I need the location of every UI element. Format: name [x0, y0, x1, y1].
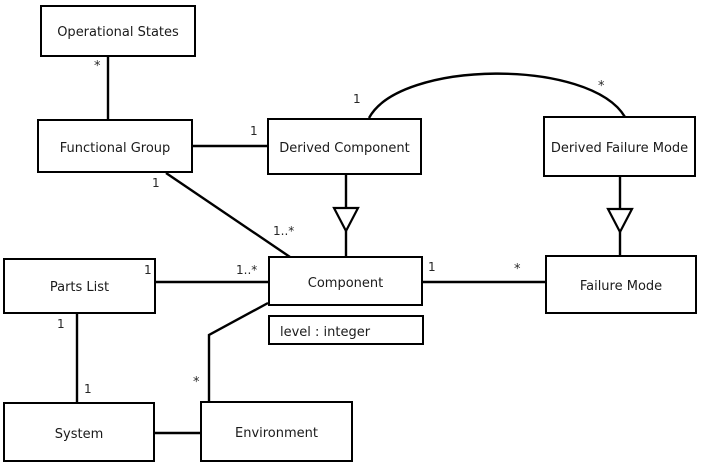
- class-name-failure-mode: Failure Mode: [579, 279, 663, 294]
- class-attribute-component-level: level : integer: [280, 325, 371, 340]
- class-box-component[interactable]: Component: [268, 256, 423, 306]
- multiplicity-operational-states-functional-group: *: [94, 59, 101, 74]
- class-name-environment: Environment: [234, 426, 318, 441]
- multiplicity-functional-group-component-source: 1: [152, 176, 160, 190]
- class-name-derived-component: Derived Component: [279, 141, 410, 156]
- multiplicity-functional-group-derived-component: 1: [250, 124, 258, 138]
- class-box-environment[interactable]: Environment: [200, 401, 353, 462]
- generalization-arrowhead-derived-failure-mode-failure-mode: [606, 207, 634, 235]
- multiplicity-functional-group-component-target: 1..*: [273, 224, 295, 238]
- class-name-functional-group: Functional Group: [59, 141, 171, 156]
- class-name-parts-list: Parts List: [49, 280, 110, 295]
- class-attributes-compartment-component: level : integer: [268, 315, 424, 345]
- multiplicity-derived-component-arc-source: 1: [353, 92, 361, 106]
- connector-derived-component-derived-failure-mode: [367, 72, 627, 119]
- multiplicity-component-failure-mode-source: 1: [428, 260, 436, 274]
- multiplicity-parts-list-component-source: 1: [144, 263, 152, 277]
- class-name-operational-states: Operational States: [57, 25, 179, 40]
- class-name-system: System: [54, 427, 104, 442]
- class-box-operational-states[interactable]: Operational States: [40, 5, 196, 57]
- multiplicity-parts-list-system-target: 1: [84, 382, 92, 396]
- class-name-derived-failure-mode: Derived Failure Mode: [550, 141, 689, 156]
- connector-functional-group-component: [165, 172, 291, 258]
- class-box-system[interactable]: System: [3, 402, 155, 462]
- class-box-derived-failure-mode[interactable]: Derived Failure Mode: [543, 116, 696, 177]
- multiplicity-parts-list-system-source: 1: [57, 317, 65, 331]
- class-box-parts-list[interactable]: Parts List: [3, 258, 156, 314]
- class-box-functional-group[interactable]: Functional Group: [37, 119, 193, 173]
- class-name-component: Component: [307, 276, 384, 291]
- multiplicity-parts-list-component-target: 1..*: [236, 263, 258, 277]
- generalization-arrowhead-derived-component-component: [332, 206, 360, 234]
- connector-environment-component: [207, 301, 269, 401]
- class-box-derived-component[interactable]: Derived Component: [267, 118, 422, 175]
- multiplicity-environment-component: *: [193, 375, 200, 390]
- class-box-failure-mode[interactable]: Failure Mode: [545, 255, 697, 314]
- multiplicity-component-failure-mode-target: *: [514, 262, 521, 277]
- multiplicity-derived-failure-mode-arc-target: *: [598, 79, 605, 94]
